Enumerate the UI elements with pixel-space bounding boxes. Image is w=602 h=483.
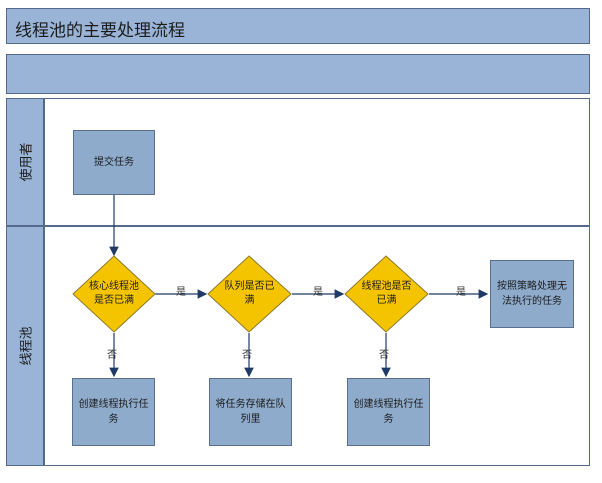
header-band [6,54,590,94]
decision-core-pool-full-label: 核心线程池是否已满 [89,281,139,306]
node-create-thread-1-label: 创建线程执行任务 [78,399,149,425]
edge-label-yes-3: 是 [456,287,466,298]
node-submit-task: 提交任务 [73,130,155,195]
edge-label-no-1: 否 [107,350,117,361]
decision-pool-full: 线程池是否已满 [344,255,429,333]
node-reject-policy-label: 按照策略处理无法执行的任务 [497,281,567,307]
decision-core-pool-full: 核心线程池是否已满 [72,255,156,333]
diagram-title: 线程池的主要处理流程 [15,21,185,41]
decision-queue-full-label: 队列是否已满 [224,281,275,306]
node-create-thread-1: 创建线程执行任务 [72,378,155,446]
decision-pool-full-label: 线程池是否已满 [361,281,412,306]
edge-label-no-2: 否 [242,350,252,361]
node-reject-policy: 按照策略处理无法执行的任务 [490,260,574,328]
title-bar: 线程池的主要处理流程 [6,8,590,44]
lane-label-pool: 线程池 [6,226,44,466]
lane-label-user: 使用者 [6,98,44,226]
decision-queue-full: 队列是否已满 [207,255,292,333]
node-create-thread-2: 创建线程执行任务 [347,378,430,446]
node-submit-task-label: 提交任务 [94,157,134,168]
node-enqueue-task-label: 将任务存储在队列里 [215,399,286,425]
edge-label-no-3: 否 [379,350,389,361]
node-enqueue-task: 将任务存储在队列里 [209,378,292,446]
node-create-thread-2-label: 创建线程执行任务 [353,399,424,425]
edge-label-yes-2: 是 [313,287,323,298]
edge-label-yes-1: 是 [176,287,186,298]
